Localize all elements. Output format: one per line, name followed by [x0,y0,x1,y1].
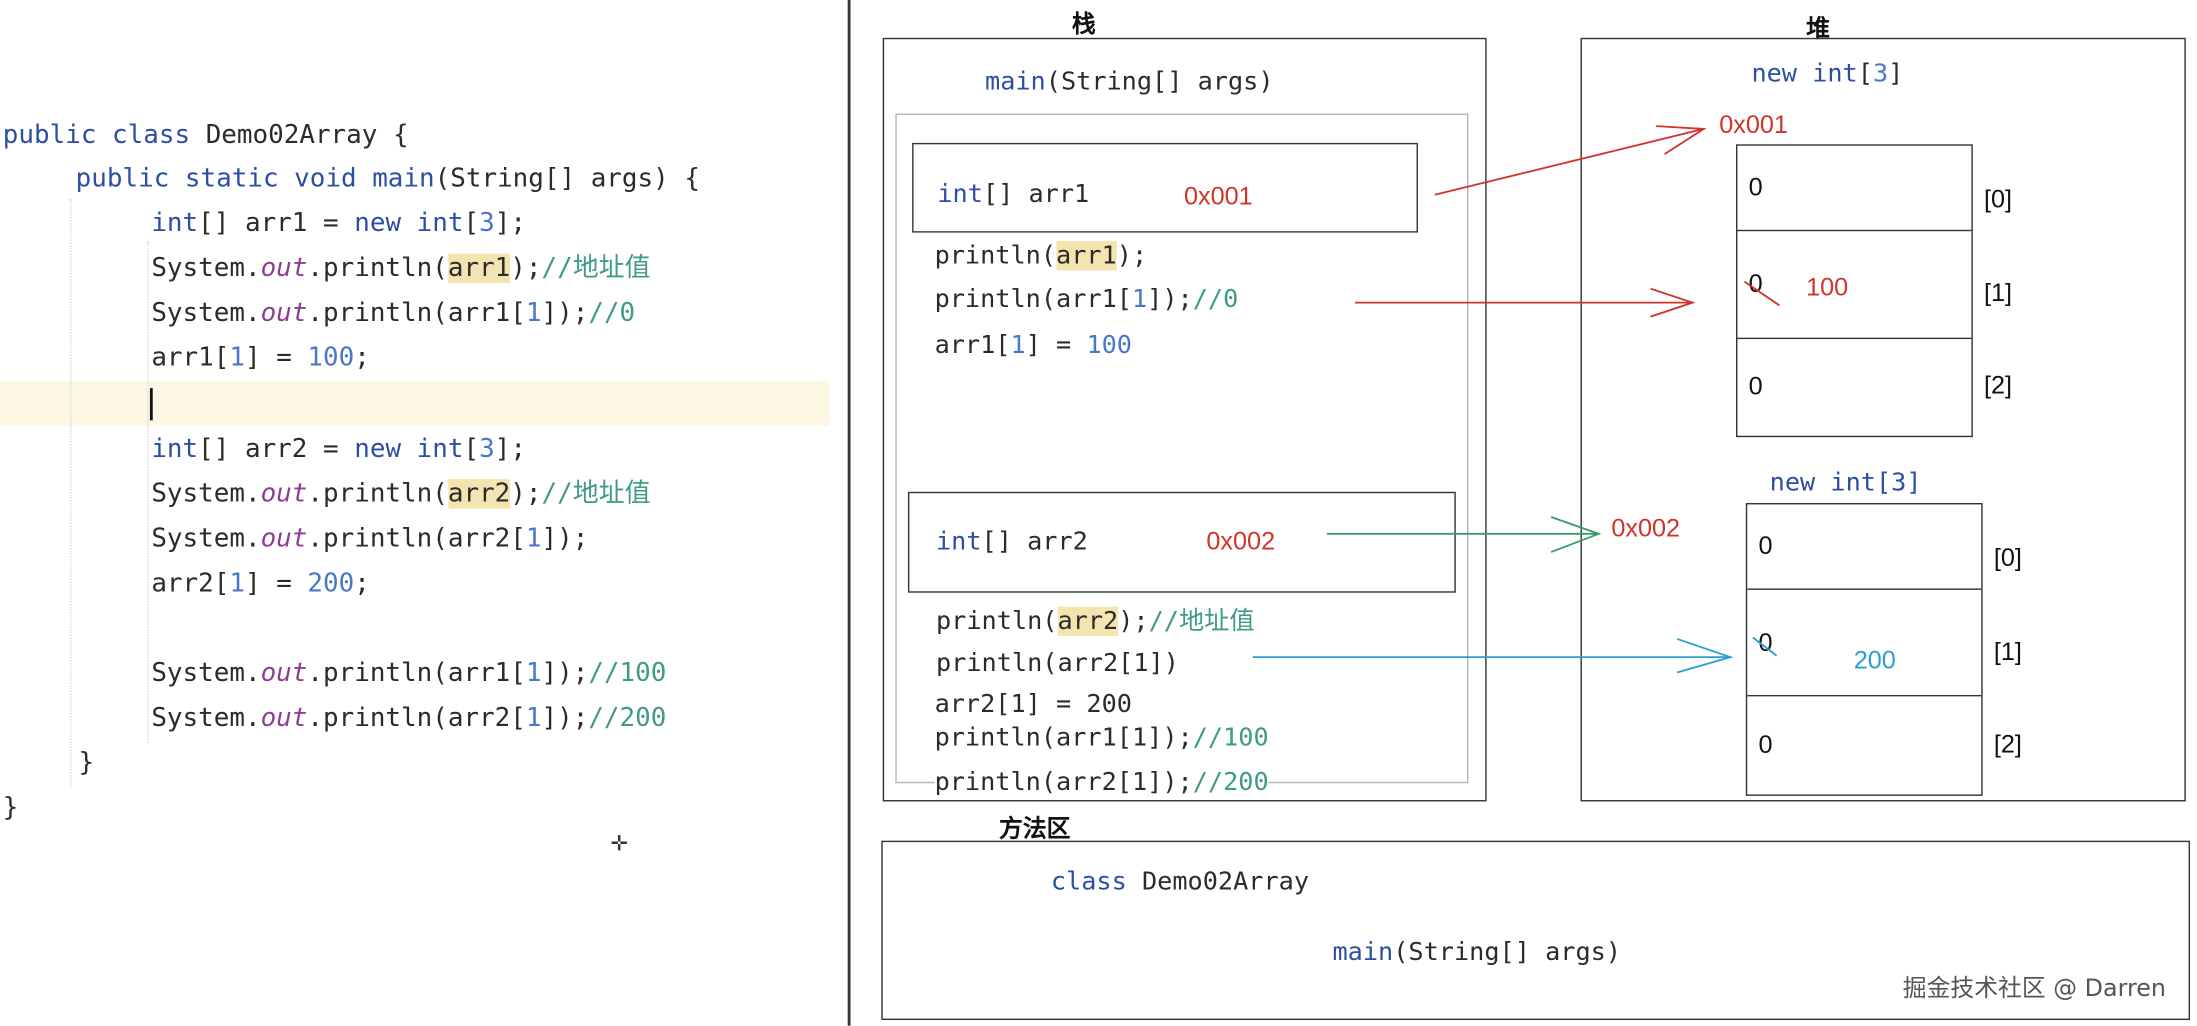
arr2-variable-label: int[] arr2 [935,526,1088,557]
code-line-print-arr2-1: System.out.println(arr2[1]); [151,524,589,554]
arr1-address: 0x001 [1183,182,1253,211]
array1-index-1: [1] [1984,278,2013,307]
code-line-print-arr1: System.out.println(arr1);//地址值 [151,253,651,284]
code-line-print-arr2: System.out.println(arr2);//地址值 [151,479,651,509]
array2-address: 0x002 [1611,514,1681,543]
array1-address: 0x001 [1719,110,1788,139]
stack-stmt-print-arr1-1: println(arr1[1]);//0 [934,284,1239,314]
strike-mark-array1 [1743,280,1780,307]
text-caret [149,388,153,421]
array2-index-1: [1] [1993,637,2022,666]
arrow-arr2-index-1 [1252,636,1778,674]
array2-label: new int[3] [1769,467,1922,498]
stack-stmt-print-arr1: println(arr1); [934,240,1148,271]
arrow-arr2-to-heap [1326,516,1602,553]
array2-cell-2: 0 [1758,729,1773,759]
arrow-arr1-index-1 [1354,287,1696,318]
stack-stmt-print-arr2-1: println(arr2[1]) [935,648,1179,679]
current-line-highlight [0,381,830,426]
stack-stmt-print-arr2-final: println(arr2[1]);//200 [934,767,1269,798]
code-line-print-arr2-final: System.out.println(arr2[1]);//200 [151,703,667,733]
stack-stmt-assign-arr1: arr1[1] = 100 [934,330,1132,361]
arr1-variable-label: int[] arr1 [937,179,1090,209]
watermark: 掘金技术社区 @ Darren [1902,975,2166,1004]
arr1-variable-box [912,142,1418,233]
method-area-title: 方法区 [999,815,1071,844]
array1-cell-2: 0 [1748,372,1763,401]
array2-index-0: [0] [1993,543,2022,572]
heap-title: 堆 [1806,15,1830,44]
arrow-arr1-to-heap [1434,125,1707,196]
code-line-print-arr1-final: System.out.println(arr1[1]);//100 [151,658,667,688]
array1-box: 0 0 0 [1736,144,1973,438]
code-line-close-class: } [2,793,19,823]
method-area-box [881,840,2190,1021]
code-line-main-decl: public static void main(String[] args) { [75,163,700,194]
array1-index-2: [2] [1984,371,2013,400]
stack-frame-label: main(String[] args) [985,67,1274,97]
panel-divider [847,0,851,1026]
array1-index-0: [0] [1984,184,2013,213]
array1-label: new int[3] [1751,58,1904,89]
indent-guide [70,198,73,788]
stack-title: 栈 [1071,11,1096,40]
stack-stmt-assign-arr2: arr2[1] = 200 [934,689,1132,719]
stack-stmt-print-arr1-final: println(arr1[1]);//100 [934,722,1269,753]
arr2-variable-box [907,491,1456,593]
method-area-method: main(String[] args) [1332,937,1622,967]
code-editor[interactable]: public class Demo02Array { public static… [0,0,841,1026]
code-line-arr2-decl: int[] arr2 = new int[3]; [151,434,526,464]
stack-box [882,37,1487,802]
heap-box [1580,37,2186,802]
code-line-assign-arr2: arr2[1] = 200; [151,568,370,599]
code-line-assign-arr1: arr1[1] = 100; [151,343,370,373]
arr2-address: 0x002 [1206,526,1276,555]
array2-new-value: 200 [1853,645,1896,674]
code-line-arr1-decl: int[] arr1 = new int[3]; [151,208,526,239]
indent-guide [147,240,150,743]
method-area-class: class Demo02Array [1050,867,1310,897]
array2-index-2: [2] [1993,729,2022,759]
code-line-class-decl: public class Demo02Array { [2,120,409,150]
array1-cell-0: 0 [1737,146,1972,232]
stack-stmt-print-arr2: println(arr2);//地址值 [935,606,1255,637]
array1-new-value: 100 [1806,273,1849,302]
code-line-close-method: } [78,748,95,778]
array2-cell-0: 0 [1747,504,1982,590]
array2-box: 0 0 0 [1745,503,1983,796]
code-line-print-arr1-1: System.out.println(arr1[1]);//0 [151,298,636,328]
crosshair-cursor-icon: ✛ [610,823,628,858]
